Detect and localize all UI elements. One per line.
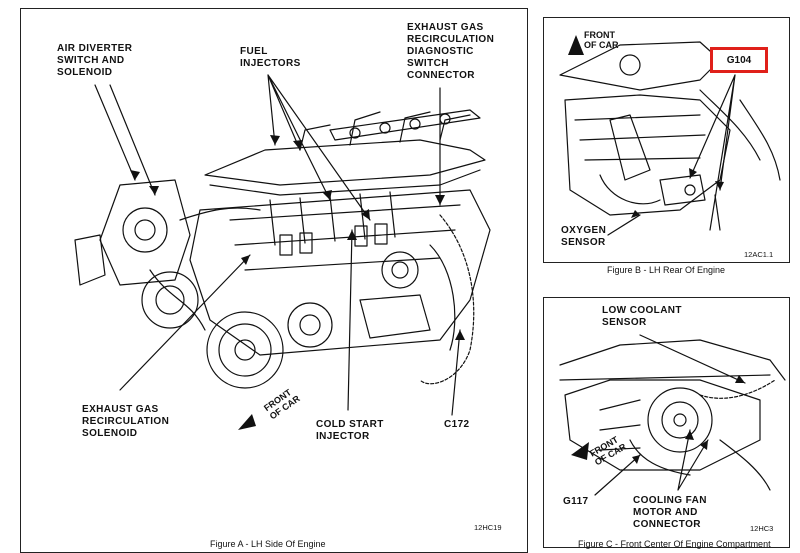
c172-label: C172 xyxy=(444,419,470,430)
g104-highlight: G104 xyxy=(710,47,768,73)
figure-c-code: 12HC3 xyxy=(750,524,774,533)
figure-b-leader-lines xyxy=(607,74,736,236)
figure-a-caption: Figure A - LH Side Of Engine xyxy=(210,539,326,549)
cooling-fan-label: COOLING FAN MOTOR AND CONNECTOR xyxy=(633,495,707,530)
cold-start-injector-label: COLD START INJECTOR xyxy=(316,419,384,442)
egr-switch-connector-label: EXHAUST GAS RECIRCULATION DIAGNOSTIC SWI… xyxy=(407,22,495,81)
figure-c-drawing xyxy=(559,339,786,491)
figure-a-leader-lines xyxy=(94,74,461,416)
figure-a-code: 12HC19 xyxy=(474,523,502,532)
figure-b-drawing xyxy=(559,41,781,231)
oxygen-sensor-label: OXYGEN SENSOR xyxy=(561,225,607,248)
figure-c-caption: Figure C - Front Center Of Engine Compar… xyxy=(578,539,771,549)
figure-a-engine-drawing xyxy=(74,109,491,389)
figure-c-leader-lines xyxy=(594,334,746,496)
g117-label: G117 xyxy=(563,496,589,507)
fuel-injectors-label: FUEL INJECTORS xyxy=(240,46,301,69)
air-diverter-label: AIR DIVERTER SWITCH AND SOLENOID xyxy=(57,43,133,78)
egr-solenoid-label: EXHAUST GAS RECIRCULATION SOLENOID xyxy=(82,404,170,439)
figure-b-code: 12AC1.1 xyxy=(744,250,774,259)
low-coolant-sensor-label: LOW COOLANT SENSOR xyxy=(602,305,682,328)
figure-a-frame xyxy=(20,8,528,553)
figure-b-front-of-car-label: FRONT OF CAR xyxy=(584,30,619,50)
figure-b-caption: Figure B - LH Rear Of Engine xyxy=(607,265,726,275)
